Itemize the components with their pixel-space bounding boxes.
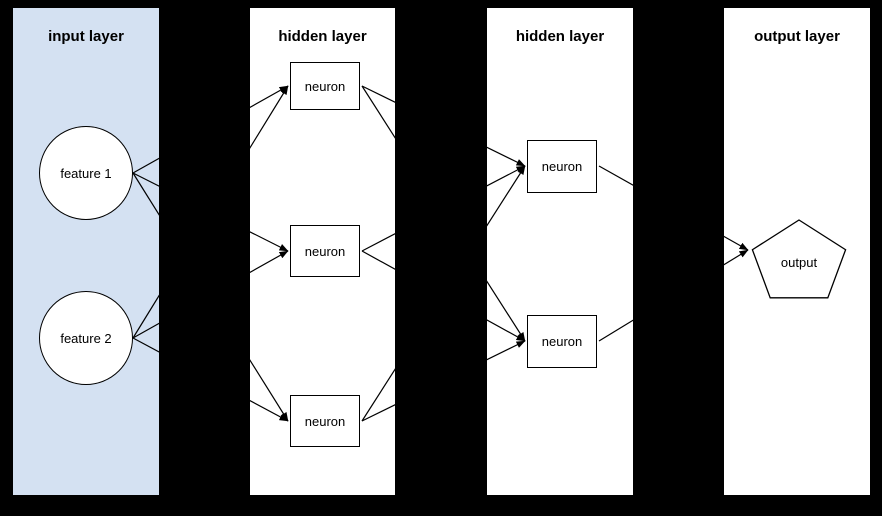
node-label-hidden2-neuron-2: neuron — [541, 334, 583, 349]
layer-panel-input: input layer — [13, 8, 159, 495]
layer-title-input: input layer — [48, 28, 124, 45]
node-label-output: output — [780, 255, 818, 270]
gutter-band-1 — [395, 0, 487, 516]
node-hidden2-neuron-1[interactable]: neuron — [527, 140, 597, 193]
layer-title-output: output layer — [754, 28, 840, 45]
node-feature-1[interactable]: feature 1 — [39, 126, 133, 220]
node-label-feature-1: feature 1 — [60, 165, 112, 181]
node-hidden1-neuron-3[interactable]: neuron — [290, 395, 360, 447]
node-label-hidden1-neuron-2: neuron — [304, 243, 346, 259]
gutter-band-top — [0, 0, 882, 8]
gutter-band-3 — [0, 0, 13, 516]
node-label-hidden2-neuron-1: neuron — [541, 159, 583, 174]
layer-panel-hidden-2: hidden layer — [487, 8, 633, 495]
gutter-band-2 — [633, 0, 724, 516]
node-label-hidden1-neuron-3: neuron — [304, 413, 346, 429]
gutter-band-bottom — [0, 495, 882, 516]
pentagon-shape — [751, 219, 847, 299]
gutter-band-left — [159, 0, 250, 516]
node-label-hidden1-neuron-1: neuron — [304, 78, 346, 94]
layer-title-hidden-1: hidden layer — [278, 28, 367, 45]
node-feature-2[interactable]: feature 2 — [39, 291, 133, 385]
layer-title-hidden-2: hidden layer — [515, 28, 605, 45]
node-label-feature-2: feature 2 — [60, 330, 112, 346]
node-hidden2-neuron-2[interactable]: neuron — [527, 315, 597, 368]
node-hidden1-neuron-1[interactable]: neuron — [290, 62, 360, 110]
gutter-band-right — [870, 0, 882, 516]
node-output[interactable]: output — [749, 219, 849, 307]
node-hidden1-neuron-2[interactable]: neuron — [290, 225, 360, 277]
